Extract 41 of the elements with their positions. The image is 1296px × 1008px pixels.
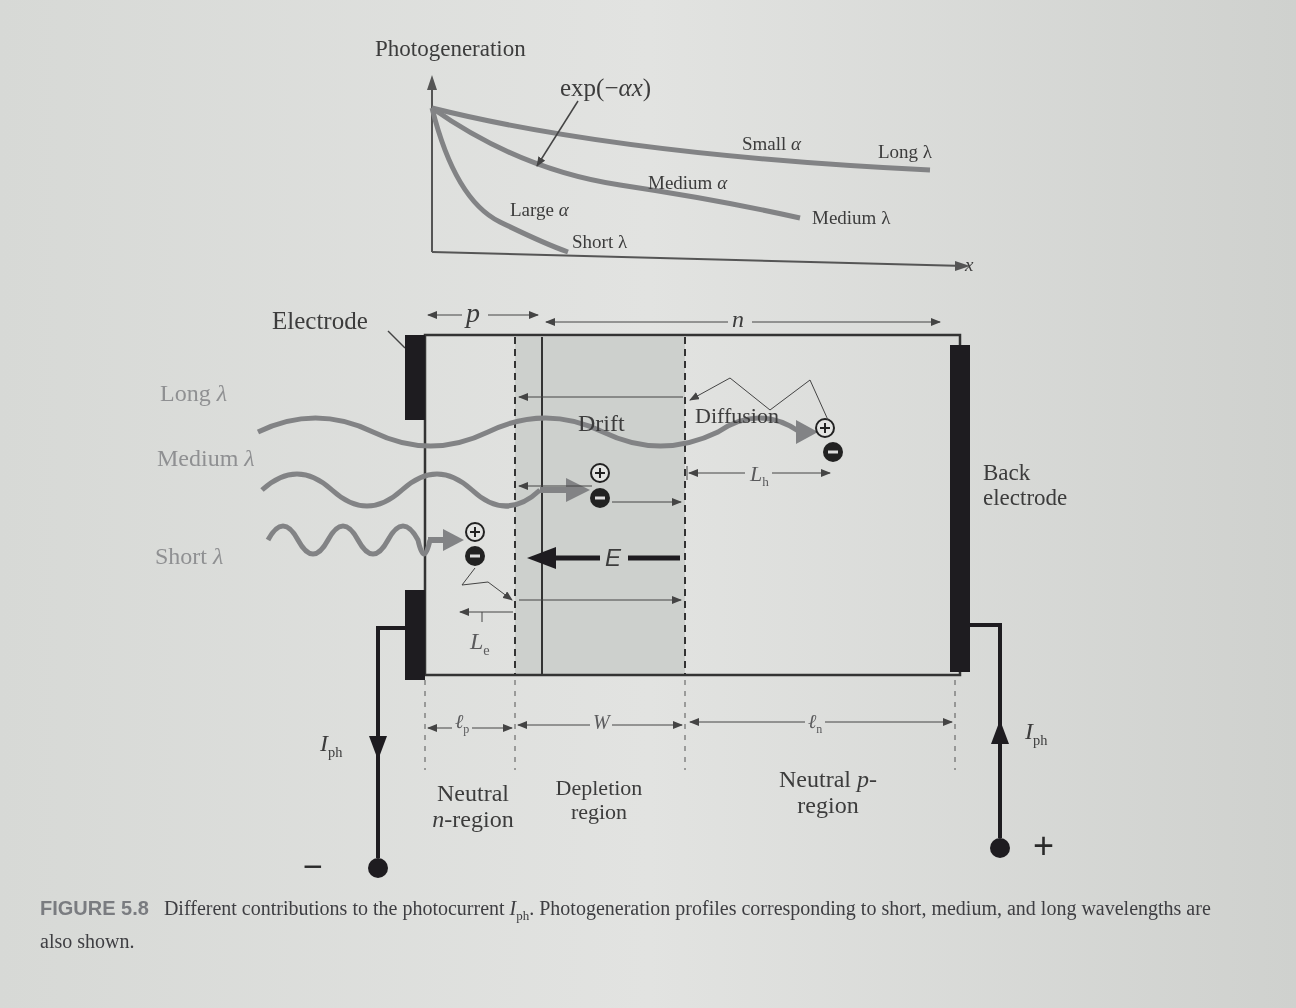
current-label: I$_{ph}$ [320, 730, 343, 761]
polarity-sign: + [1033, 826, 1055, 866]
process-label: Diffusion [695, 404, 779, 429]
axis-label: Photogeneration [375, 36, 526, 62]
dimension-label: W [593, 711, 610, 733]
dimension-label: ℓ$_{n}$ [808, 710, 823, 737]
wavelength-label: Short λ [155, 543, 224, 570]
curve-label: Short λ [572, 232, 628, 253]
terminal-dot [990, 838, 1010, 858]
leader-line [536, 100, 579, 167]
region-label: Depletion region [554, 776, 644, 825]
curve-label: Medium λ [812, 208, 891, 229]
wire [970, 623, 1009, 838]
polarity-sign: − [303, 848, 323, 886]
back-electrode-bar [950, 345, 970, 672]
wire [369, 626, 405, 858]
dimension-label: L$_{e}$ [470, 628, 490, 659]
wavelength-label: Medium λ [157, 445, 255, 472]
current-label: I$_{ph}$ [1025, 718, 1048, 749]
field-label: E [605, 545, 621, 572]
electrode-bar [405, 335, 425, 420]
dimension-label: n [732, 306, 744, 333]
region-label: Neutral n-region [431, 780, 515, 833]
formula-label: exp(−αx) [560, 74, 652, 102]
dimension-label: ℓ$_{p}$ [455, 710, 470, 737]
process-label: Drift [578, 410, 625, 437]
curve-label: Large α [510, 200, 569, 221]
curve-label: Long λ [878, 142, 933, 163]
figure-caption: FIGURE 5.8 Different contributions to the photocurrent I$_{ph}$. Photogeneration profiles corresponding to short, medium, and long wavelengths are also shown. [40, 896, 1212, 954]
wavelength-label: Long λ [160, 380, 228, 407]
electrode-label: Back electrode [983, 460, 1069, 511]
leader-line [387, 330, 406, 349]
terminal-dot [368, 858, 388, 878]
electrode-bar [405, 590, 425, 680]
region-label: Neutral p-region [778, 766, 878, 819]
curve-label: Medium α [648, 173, 728, 194]
axis-label: x [965, 255, 974, 276]
dimension-label: p [466, 298, 480, 329]
curve-label: Small α [742, 134, 802, 155]
dimension-label: L$_{h}$ [750, 462, 769, 490]
electrode-label: Electrode [272, 307, 368, 335]
